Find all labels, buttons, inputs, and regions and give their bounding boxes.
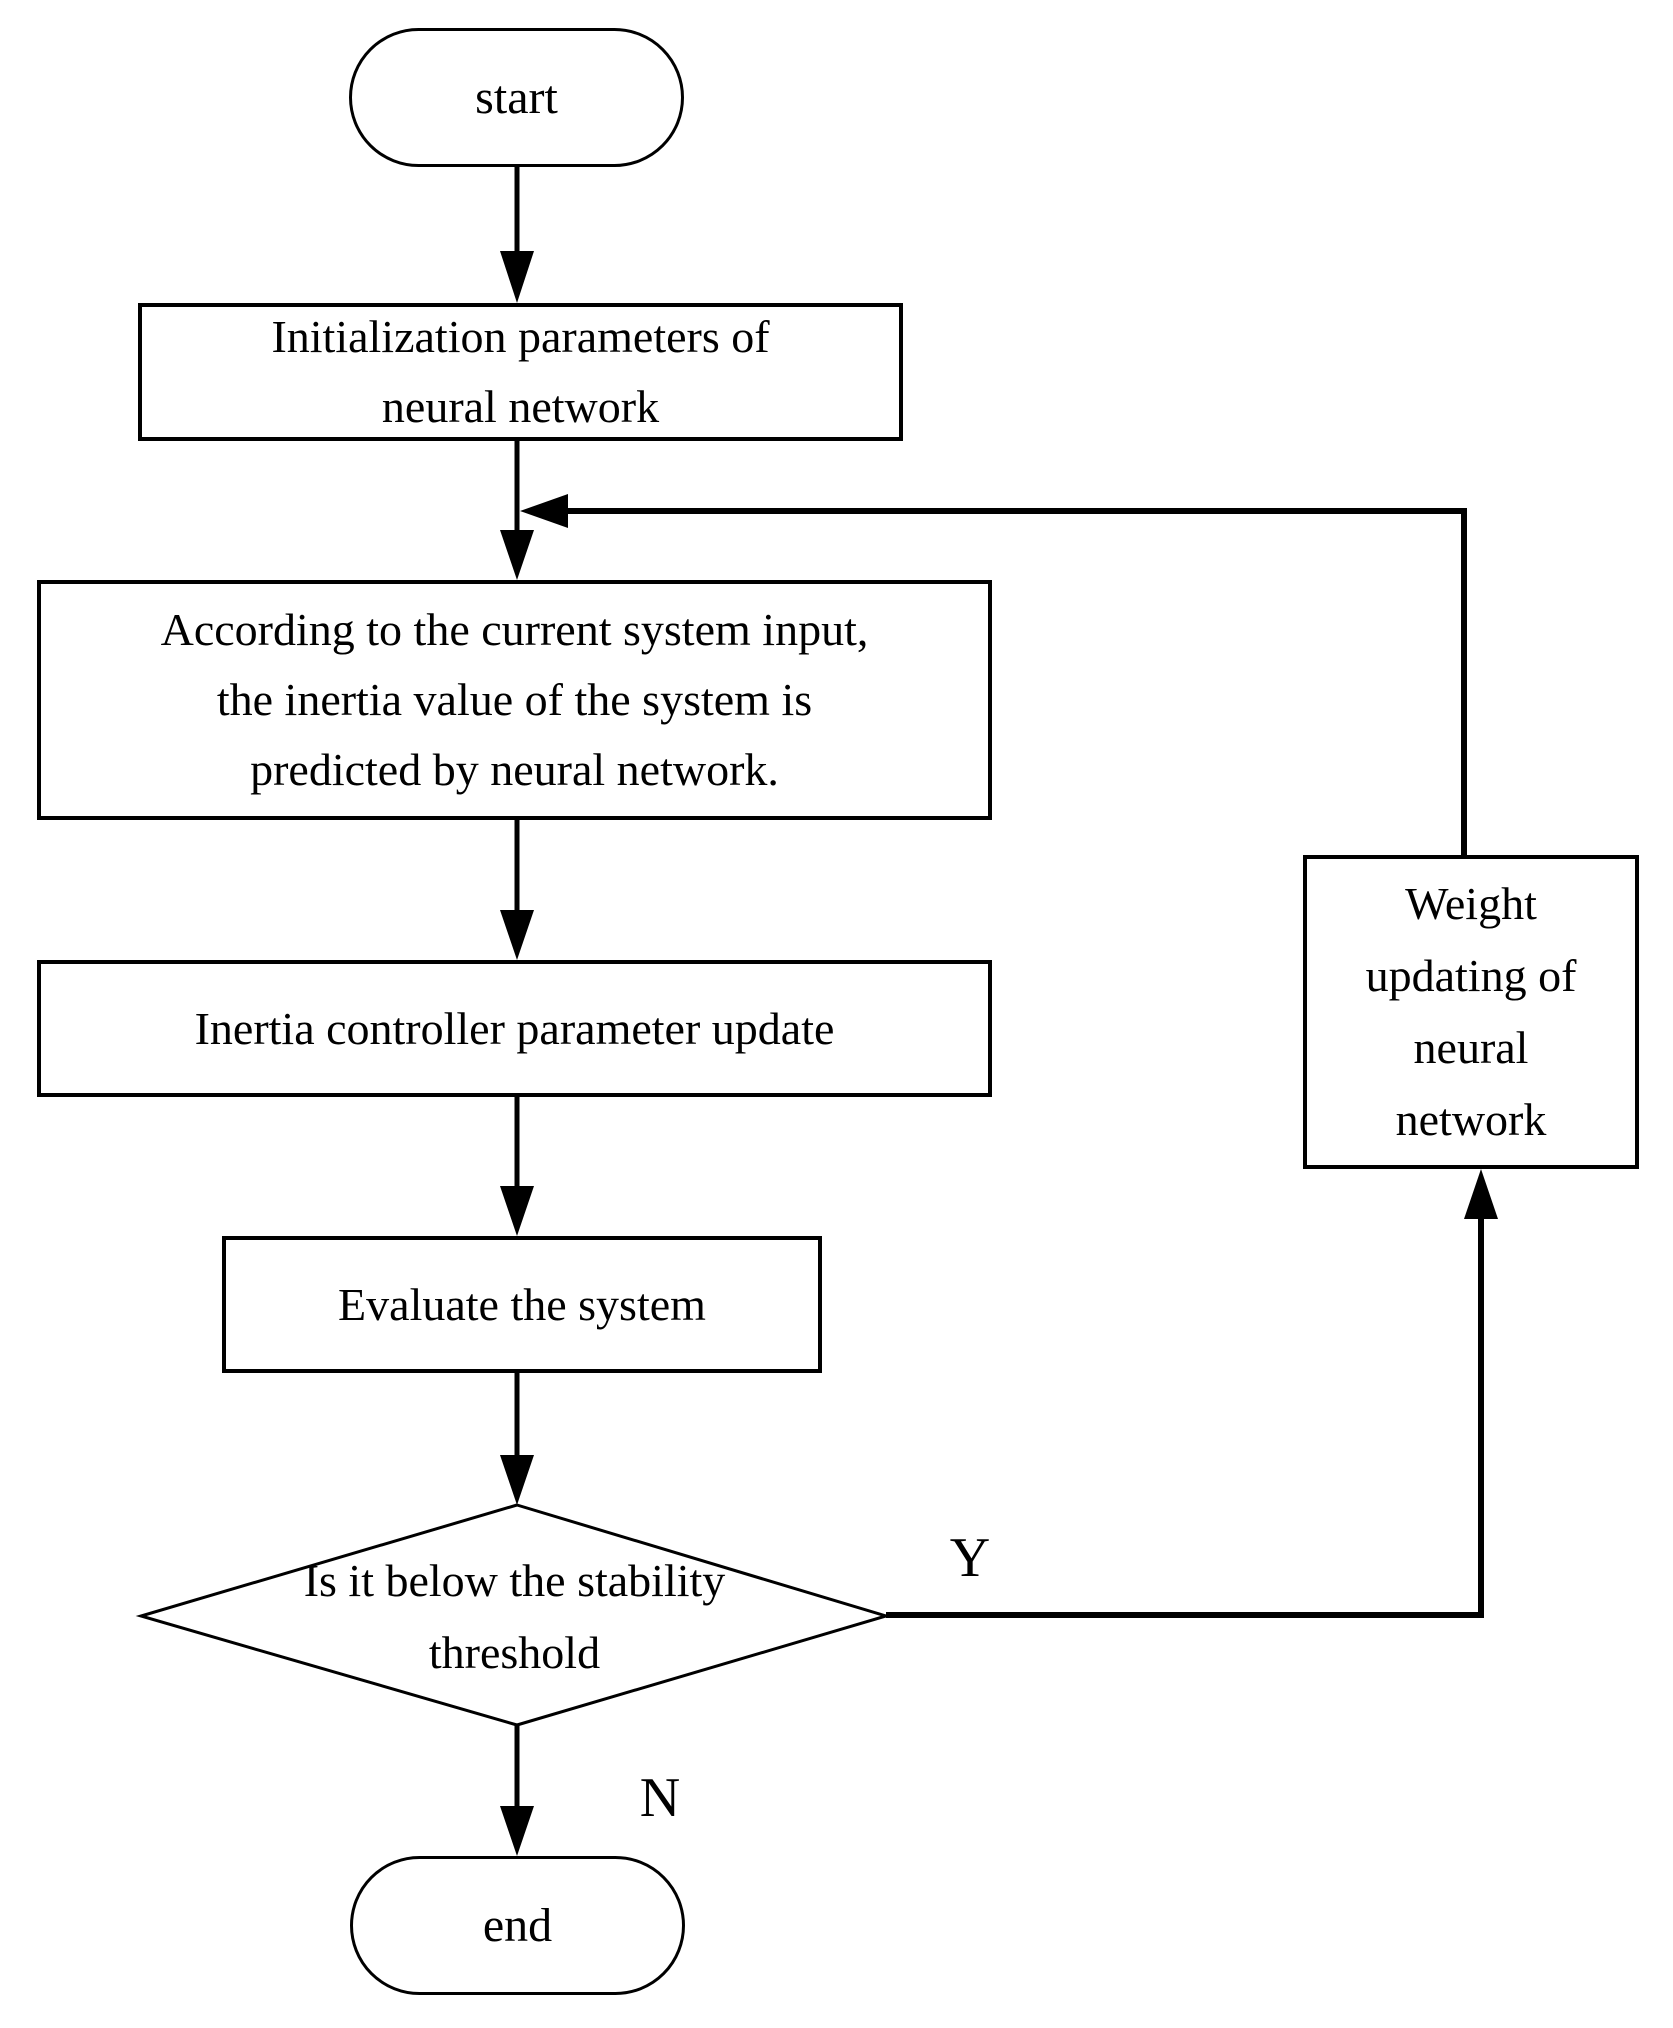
start-label: start (475, 71, 558, 124)
init-params-line: Initialization parameters of (271, 311, 770, 362)
arrowhead-update-evaluate (500, 1186, 534, 1236)
weight-update-line: neural (1413, 1022, 1529, 1073)
no-label: N (639, 1767, 681, 1829)
start-terminal: start (349, 28, 684, 167)
connector-weight-feedback (566, 508, 1467, 855)
evaluate-line: Evaluate the system (338, 1278, 706, 1330)
yes-label: Y (949, 1527, 991, 1589)
predict-inertia-line: According to the current system input, (160, 604, 869, 655)
arrowhead-start-init (500, 251, 534, 303)
inertia-update-line: Inertia controller parameter update (194, 1002, 835, 1054)
weight-update-line: network (1395, 1094, 1547, 1145)
init-params-box: Initialization parameters of neural netw… (138, 303, 903, 441)
decision-line: Is it below the stability (303, 1555, 726, 1606)
weight-update-box: Weight updating of neural network (1303, 855, 1639, 1169)
decision-line: threshold (428, 1627, 601, 1678)
end-terminal: end (350, 1856, 685, 1995)
predict-inertia-line: the inertia value of the system is (216, 674, 813, 725)
predict-inertia-line: predicted by neural network. (250, 744, 779, 795)
predict-inertia-box: According to the current system input, t… (37, 580, 992, 820)
connector-decision-weight (886, 1214, 1484, 1618)
arrowhead-evaluate-decision (500, 1455, 534, 1505)
end-label: end (482, 1899, 553, 1952)
weight-update-line: updating of (1365, 950, 1577, 1001)
init-params-line: neural network (381, 381, 660, 432)
inertia-update-box: Inertia controller parameter update (37, 960, 992, 1097)
arrowhead-decision-weight (1464, 1169, 1498, 1219)
arrowhead-decision-end (500, 1806, 534, 1856)
weight-update-line: Weight (1405, 878, 1537, 929)
arrowhead-predict-update (500, 910, 534, 960)
arrowhead-feedback-junction (520, 494, 568, 528)
stability-decision-diamond: Is it below the stability threshold (152, 1545, 877, 1689)
evaluate-box: Evaluate the system (222, 1236, 822, 1373)
arrowhead-init-predict (500, 530, 534, 580)
